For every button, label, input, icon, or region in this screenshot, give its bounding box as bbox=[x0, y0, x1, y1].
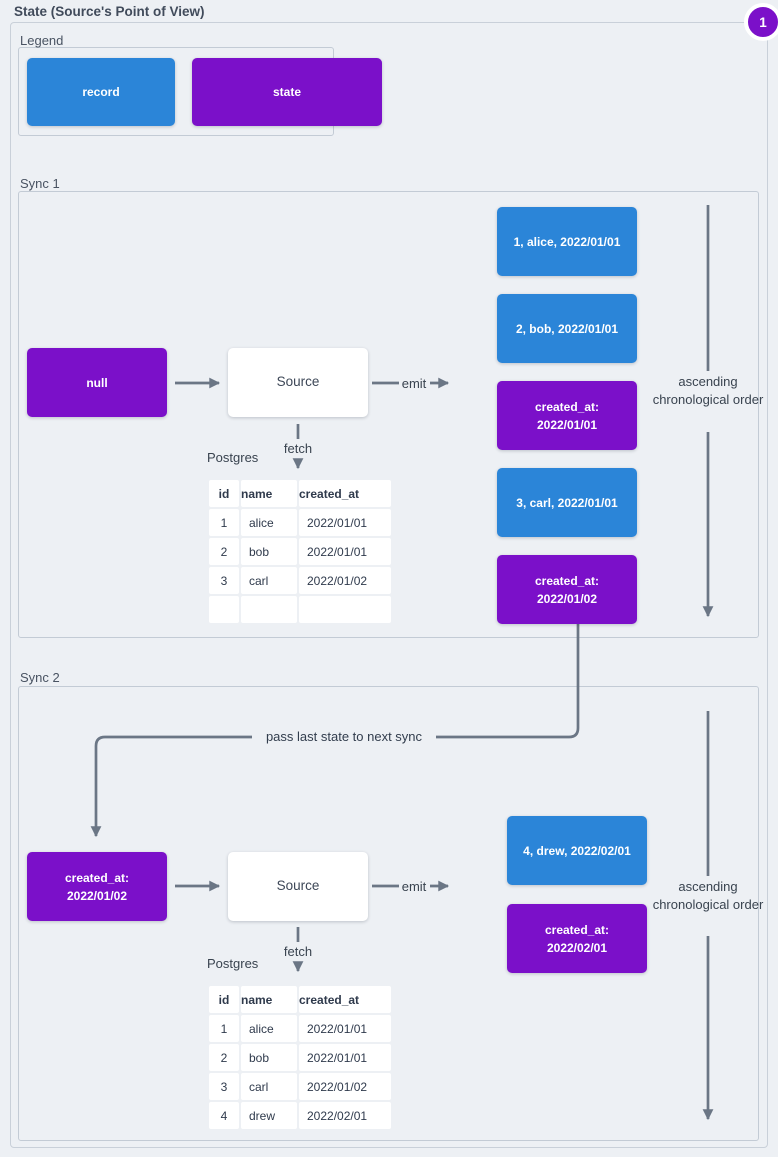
table-cell-id: 1 bbox=[209, 509, 239, 536]
table-header-created-at: created_at bbox=[299, 986, 391, 1013]
table-row: 4 drew 2022/02/01 bbox=[209, 1102, 391, 1129]
legend-swatches: record state bbox=[27, 58, 382, 126]
sync2-fetch-label: fetch bbox=[283, 944, 313, 959]
sync2-order-note: ascending chronological order bbox=[652, 879, 764, 912]
legend-label: Legend bbox=[20, 33, 64, 48]
pass-state-label: pass last state to next sync bbox=[252, 729, 436, 744]
table-row: 2 bob 2022/01/01 bbox=[209, 538, 391, 565]
emitted-box: created_at: 2022/01/02 bbox=[497, 555, 637, 624]
table-row: 2 bob 2022/01/01 bbox=[209, 1044, 391, 1071]
sync1-postgres-label: Postgres bbox=[207, 450, 259, 465]
sync1-input-state-box: null bbox=[27, 348, 167, 417]
table-header-created-at: created_at bbox=[299, 480, 391, 507]
table-cell-id: 3 bbox=[209, 1073, 239, 1100]
sync1-fetch-label: fetch bbox=[283, 441, 313, 456]
table-cell-name: carl bbox=[241, 567, 297, 594]
table-cell-name: drew bbox=[241, 1102, 297, 1129]
sync1-emitted-stack: 1, alice, 2022/01/01 2, bob, 2022/01/01 … bbox=[497, 207, 637, 624]
table-cell-created-at: 2022/01/01 bbox=[299, 1015, 391, 1042]
page-title: State (Source's Point of View) bbox=[14, 4, 205, 19]
emitted-box: 4, drew, 2022/02/01 bbox=[507, 816, 647, 885]
table-cell-name: bob bbox=[241, 538, 297, 565]
legend-swatch: state bbox=[192, 58, 382, 126]
table-cell-id: 1 bbox=[209, 1015, 239, 1042]
outer-frame bbox=[10, 22, 768, 1148]
table-row: 1 alice 2022/01/01 bbox=[209, 509, 391, 536]
table-header-name: name bbox=[241, 480, 297, 507]
table-row: 3 carl 2022/01/02 bbox=[209, 567, 391, 594]
table-cell-created-at: 2022/01/01 bbox=[299, 509, 391, 536]
emitted-box: 3, carl, 2022/01/01 bbox=[497, 468, 637, 537]
emitted-box: created_at: 2022/02/01 bbox=[507, 904, 647, 973]
table-header-row: id name created_at bbox=[209, 986, 391, 1013]
table-cell-created-at bbox=[299, 596, 391, 623]
table-cell-name: alice bbox=[241, 1015, 297, 1042]
table-cell-id: 3 bbox=[209, 567, 239, 594]
table-header-name: name bbox=[241, 986, 297, 1013]
sync2-input-state-box: created_at: 2022/01/02 bbox=[27, 852, 167, 921]
table-cell-id: 4 bbox=[209, 1102, 239, 1129]
sync2-postgres-table: id name created_at 1 alice 2022/01/01 2 … bbox=[207, 984, 393, 1131]
table-row: 3 carl 2022/01/02 bbox=[209, 1073, 391, 1100]
sync1-order-note: ascending chronological order bbox=[652, 374, 764, 407]
table-header-id: id bbox=[209, 986, 239, 1013]
table-cell-name: bob bbox=[241, 1044, 297, 1071]
sync2-label: Sync 2 bbox=[20, 670, 60, 685]
table-cell-name: alice bbox=[241, 509, 297, 536]
table-row bbox=[209, 596, 391, 623]
sync1-label: Sync 1 bbox=[20, 176, 60, 191]
emitted-box: created_at: 2022/01/01 bbox=[497, 381, 637, 450]
sync2-emitted-stack: 4, drew, 2022/02/01 created_at: 2022/02/… bbox=[507, 816, 647, 973]
step-number-badge: 1 bbox=[744, 3, 778, 41]
table-header-id: id bbox=[209, 480, 239, 507]
legend-swatch: record bbox=[27, 58, 175, 126]
table-cell-name bbox=[241, 596, 297, 623]
table-cell-created-at: 2022/02/01 bbox=[299, 1102, 391, 1129]
table-header-row: id name created_at bbox=[209, 480, 391, 507]
table-cell-created-at: 2022/01/01 bbox=[299, 1044, 391, 1071]
table-cell-name: carl bbox=[241, 1073, 297, 1100]
sync1-postgres-table: id name created_at 1 alice 2022/01/01 2 … bbox=[207, 478, 393, 625]
sync2-postgres-label: Postgres bbox=[207, 956, 259, 971]
table-cell-created-at: 2022/01/01 bbox=[299, 538, 391, 565]
table-cell-id: 2 bbox=[209, 538, 239, 565]
emitted-box: 1, alice, 2022/01/01 bbox=[497, 207, 637, 276]
table-cell-id: 2 bbox=[209, 1044, 239, 1071]
emitted-box: 2, bob, 2022/01/01 bbox=[497, 294, 637, 363]
sync2-emit-label: emit bbox=[401, 879, 427, 894]
sync1-source-box: Source bbox=[228, 348, 368, 417]
table-row: 1 alice 2022/01/01 bbox=[209, 1015, 391, 1042]
sync1-emit-label: emit bbox=[401, 376, 427, 391]
sync2-source-box: Source bbox=[228, 852, 368, 921]
table-cell-id bbox=[209, 596, 239, 623]
table-cell-created-at: 2022/01/02 bbox=[299, 567, 391, 594]
table-cell-created-at: 2022/01/02 bbox=[299, 1073, 391, 1100]
